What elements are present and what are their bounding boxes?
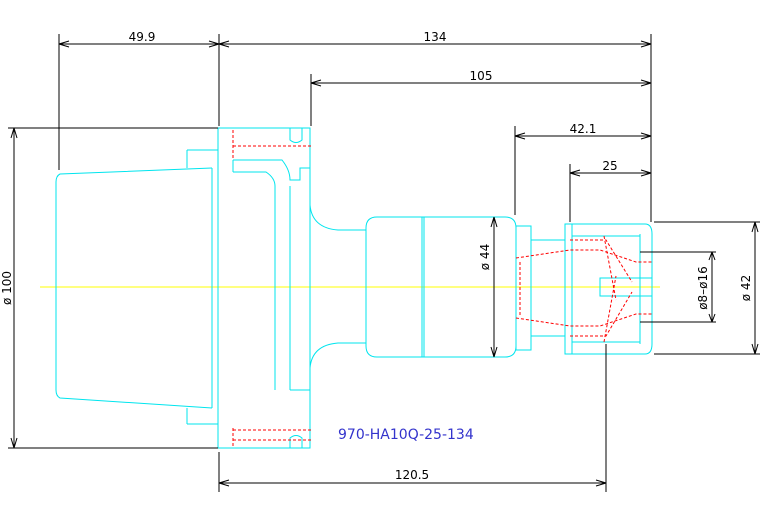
drive-slot-top xyxy=(289,128,303,143)
part-number-label: 970-HA10Q-25-134 xyxy=(338,427,474,443)
dim-gauge-length: 120.5 xyxy=(395,468,429,482)
dim-flange-to-nose: 105 xyxy=(470,69,493,83)
tool-holder-outline xyxy=(55,127,653,449)
collet-nut xyxy=(564,223,653,355)
flange xyxy=(217,127,311,449)
collet-bore xyxy=(599,277,653,297)
dim-overall-length: 134 xyxy=(424,30,447,44)
hidden-lines xyxy=(232,130,652,448)
dim-nut-length: 25 xyxy=(602,159,617,173)
dim-flange-diameter: ø 100 xyxy=(0,271,14,305)
dim-shank-length: 49.9 xyxy=(129,30,156,44)
dim-body-diameter: ø 44 xyxy=(478,244,492,270)
nose-collar xyxy=(515,225,532,351)
dimensions: 49.9 134 105 42.1 25 120.5 ø 100 ø 44 ø xyxy=(0,30,760,492)
neck xyxy=(309,204,366,231)
dim-body-length: 42.1 xyxy=(570,122,597,136)
dim-nut-diameter: ø 42 xyxy=(739,275,753,301)
drive-slot-bottom xyxy=(289,435,303,448)
dim-clamp-range: ø8–ø16 xyxy=(696,266,710,310)
taper-shank xyxy=(55,167,213,409)
